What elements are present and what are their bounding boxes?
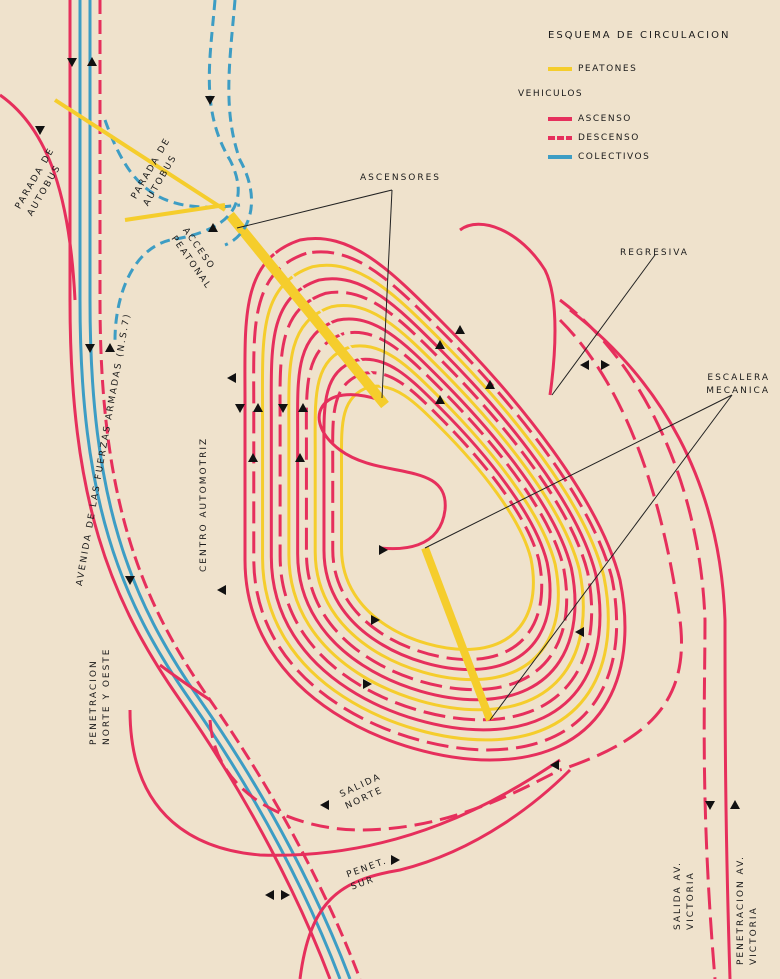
parking-ramp-loops — [243, 237, 627, 762]
direction-arrow-icon — [435, 395, 445, 404]
direction-arrow-icon — [550, 760, 559, 770]
direction-arrow-icon — [85, 344, 95, 353]
ramp-loop — [260, 263, 610, 742]
legend-pedestrians: PEATONES — [548, 59, 730, 78]
ramp-loop — [252, 250, 619, 752]
escalator-ramp — [421, 546, 494, 722]
label-auto-center: CENTRO AUTOMOTRIZ — [199, 436, 209, 572]
direction-arrow-icon — [601, 360, 610, 370]
ramp-loop — [296, 317, 577, 702]
label-escalator: ESCALERA MECANICA — [706, 373, 770, 396]
ramp-loop — [243, 237, 627, 762]
label-regressive: REGRESIVA — [620, 248, 689, 258]
label-exit-victoria: SALIDA AV. VICTORIA — [673, 861, 696, 930]
direction-arrow-icon — [105, 343, 115, 352]
direction-arrow-icon — [208, 223, 218, 232]
direction-arrow-icon — [278, 404, 288, 413]
ramp-loop — [287, 304, 585, 712]
direction-arrow-icon — [217, 585, 226, 595]
direction-arrow-icon — [87, 57, 97, 66]
direction-arrow-icon — [265, 890, 274, 900]
ramp-loop — [269, 277, 602, 732]
direction-arrow-icon — [281, 890, 290, 900]
ramp-loop — [278, 290, 594, 722]
direction-arrow-icon — [67, 58, 77, 67]
label-entry-north-west: PENETRACION NORTE Y OESTE — [89, 647, 112, 746]
ramp-loop — [322, 357, 552, 672]
label-elevators: ASCENSORES — [360, 173, 442, 183]
direction-arrow-icon — [705, 801, 715, 810]
direction-arrow-icon — [455, 325, 465, 334]
label-entry-victoria: PENETRACION AV. VICTORIA — [736, 855, 759, 965]
direction-arrow-icon — [205, 96, 215, 105]
legend-ascent: ASCENSO — [548, 109, 730, 128]
elevator-walkway — [226, 211, 389, 409]
legend: ESQUEMA DE CIRCULACION PEATONES VEHICULO… — [518, 30, 731, 166]
direction-arrow-icon — [320, 800, 329, 810]
direction-arrow-icon — [35, 126, 45, 135]
direction-arrow-icon — [435, 340, 445, 349]
legend-buses: COLECTIVOS — [548, 147, 730, 166]
avenue-lanes — [0, 0, 732, 979]
legend-title: ESQUEMA DE CIRCULACION — [548, 30, 731, 41]
direction-arrow-icon — [379, 545, 388, 555]
bus-lanes — [103, 0, 254, 341]
direction-arrow-icon — [125, 576, 135, 585]
ramp-loop — [339, 384, 535, 651]
direction-arrow-icon — [580, 360, 589, 370]
direction-arrow-icon — [363, 679, 372, 689]
direction-arrow-icon — [253, 403, 263, 412]
direction-arrow-icon — [295, 453, 305, 462]
direction-arrow-icon — [227, 373, 236, 383]
direction-arrow-icon — [298, 403, 308, 412]
callout-lines — [236, 189, 733, 721]
direction-arrow-icon — [248, 453, 258, 462]
ramp-loop — [331, 371, 544, 662]
direction-arrow-icon — [485, 380, 495, 389]
inner-s-ramp — [317, 393, 447, 551]
ramp-loop — [304, 330, 569, 692]
direction-arrows — [35, 57, 740, 900]
pedestrian-paths — [53, 98, 227, 222]
direction-arrow-icon — [371, 615, 380, 625]
direction-arrow-icon — [391, 855, 400, 865]
legend-vehicles-heading: VEHICULOS — [518, 88, 584, 99]
direction-arrow-icon — [235, 404, 245, 413]
direction-arrow-icon — [730, 800, 740, 809]
direction-arrow-icon — [575, 627, 584, 637]
legend-descent: DESCENSO — [548, 128, 730, 147]
